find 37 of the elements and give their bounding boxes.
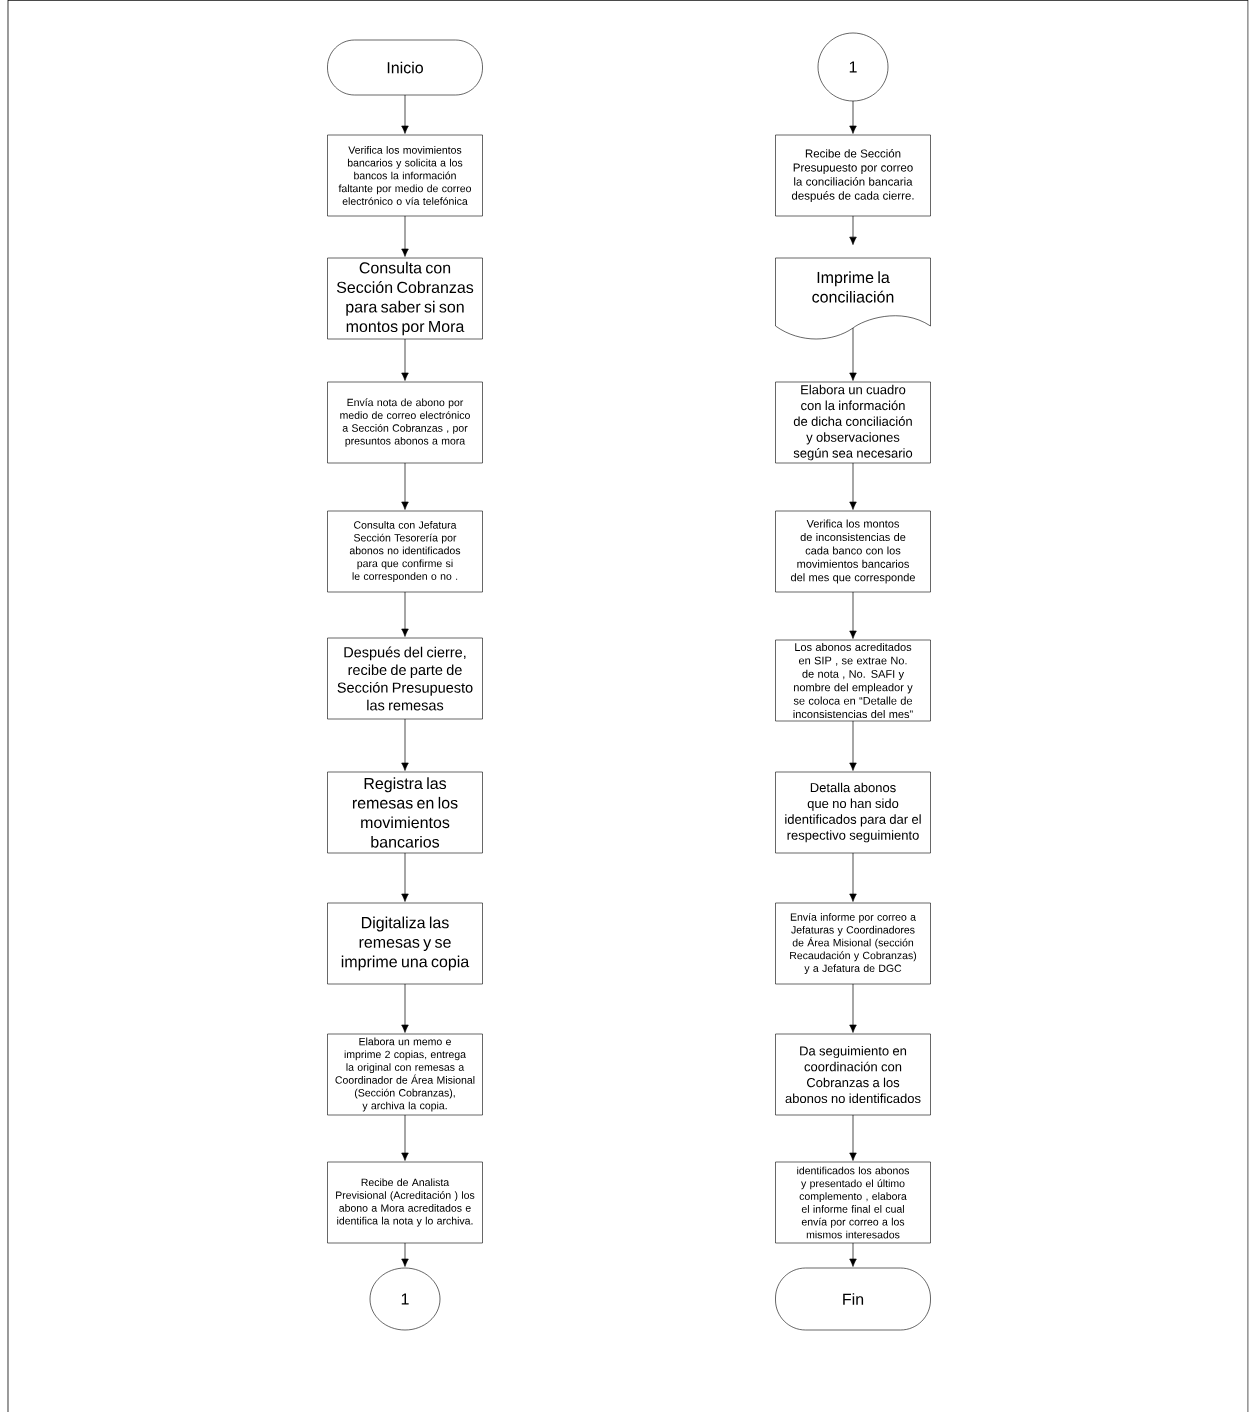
arrow (849, 215, 857, 245)
process-box: Detalla abonos que no han sido identificados para dar el respectivo seguimiento (775, 771, 931, 854)
process-box: Digitaliza las remesas y se imprime una copia (327, 902, 483, 985)
arrow (401, 338, 409, 381)
arrow (401, 1114, 409, 1161)
arrow (401, 718, 409, 771)
arrow (401, 462, 409, 510)
arrow (849, 983, 857, 1033)
process-box: Consulta con Jefatura Sección Tesorería por abonos no identificados para que confirme si le corresponden o no . (327, 510, 483, 593)
arrow (401, 1242, 409, 1267)
arrow (849, 591, 857, 639)
arrow (401, 591, 409, 637)
process-box: Envía informe por correo a Jefaturas y Coordinadores de Área Misional (sección Recaudación y Cobranzas) y a Jefatura de DGC (775, 902, 931, 985)
arrow (849, 852, 857, 902)
process-box: Verifica los montos de inconsistencias de cada banco con los movimientos bancarios del mes que corresponde (775, 510, 931, 593)
process-box: identificados los abonos y presentado el último complemento , elabora el informe final el cual envía por correo a los mismos interesados (775, 1161, 931, 1244)
arrow (849, 327, 857, 381)
arrow (849, 1114, 857, 1161)
arrow (401, 852, 409, 902)
arrow (849, 462, 857, 510)
arrow (401, 983, 409, 1033)
arrow (401, 215, 409, 257)
process-box: Recibe de Sección Presupuesto por correo la conciliación bancaria después de cada cierre. (775, 134, 931, 217)
arrow (849, 720, 857, 771)
process-box: Los abonos acreditados en SIP , se extrae No. de nota , No. SAFI y nombre del empleador y se coloca en “Detalle de inconsistencias del mes” (775, 639, 931, 722)
process-box: Elabora un memo e imprime 2 copias, entrega la original con remesas a Coordinador de Área Misional (Sección Cobranzas), y archiva la copia. (327, 1033, 483, 1116)
process-box: Después del cierre, recibe de parte de Sección Presupuesto las remesas (327, 637, 483, 720)
process-box: Registra las remesas en los movimientos bancarios (327, 771, 483, 854)
process-box: Verifica los movimientos bancarios y solicita a los bancos la información faltante por medio de correo electrónico o vía telefónica (327, 134, 483, 217)
process-box: Recibe de Analista Previsional (Acreditación ) los abono a Mora acreditados e identifica la nota y lo archiva. (327, 1161, 483, 1244)
arrow (401, 94, 409, 134)
process-box: Elabora un cuadro con la información de dicha conciliación y observaciones según sea necesario (775, 381, 931, 464)
process-box: Da seguimiento en coordinación con Cobranzas a los abonos no identificados (775, 1033, 931, 1116)
process-box: Envía nota de abono por medio de correo electrónico a Sección Cobranzas , por presuntos abonos a mora (327, 381, 483, 464)
arrow (849, 1242, 857, 1267)
process-box: Consulta con Sección Cobranzas para saber si son montos por Mora (327, 257, 483, 340)
arrow (849, 100, 857, 134)
